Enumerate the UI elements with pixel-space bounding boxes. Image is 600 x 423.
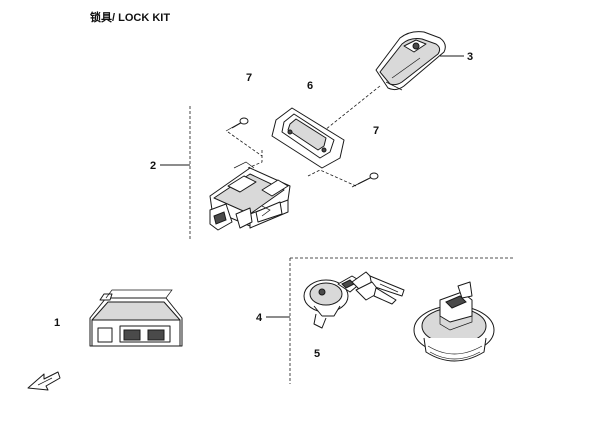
diagram-title: 锁具/ LOCK KIT [90,10,170,24]
callout-4: 4 [256,312,263,324]
control-unit-drawing [89,289,183,347]
assembly-line-bezel [247,150,263,169]
callout-6: 6 [307,80,313,92]
front-arrow-icon [27,371,61,391]
switch-module-drawing [209,161,291,231]
screw-right-drawing [351,172,379,188]
seat-lock-drawing [303,275,363,329]
bezel-plate-drawing [271,107,345,169]
assembly-line-screw-right [307,169,357,187]
screw-upper-drawing [225,117,249,132]
callout-2: 2 [150,160,156,172]
assembly-line-screw-upper [227,131,263,157]
callout-1: 1 [54,317,60,329]
fuel-cap-lock-drawing [413,281,495,362]
keys-drawing [351,271,405,305]
callout-7-upper: 7 [246,72,252,84]
callout-7-right: 7 [373,125,379,137]
remote-key-fob-drawing [375,31,446,91]
callout-3: 3 [467,51,473,63]
callout-5: 5 [314,348,320,360]
